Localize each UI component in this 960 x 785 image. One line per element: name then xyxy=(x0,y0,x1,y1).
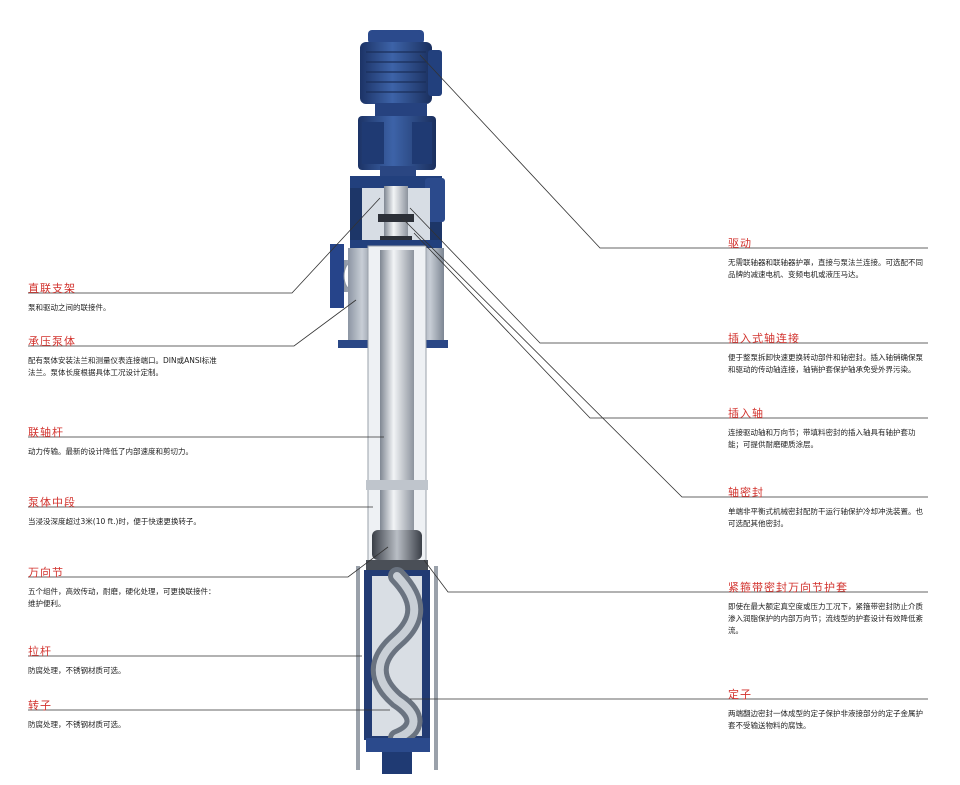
label-casing: 承压泵体 配有泵体安装法兰和测量仪表连接端口。DIN或ANSI标准法兰。泵体长度… xyxy=(28,335,218,379)
drive-bracket xyxy=(350,176,445,250)
stator-rotor xyxy=(364,567,430,774)
label-ujoint: 万向节 五个组件，高效传动，耐磨，硬化处理，可更换联接件：维护便利。 xyxy=(28,566,218,610)
label-title: 紧箍带密封万向节护套 xyxy=(728,581,848,594)
label-seal: 轴密封 单端非平衡式机械密封配防干运行轴保护冷却冲洗装置。也可选配其他密封。 xyxy=(728,486,958,530)
label-title: 驱动 xyxy=(728,237,752,250)
label-desc: 防腐处理，不锈钢材质可选。 xyxy=(28,720,126,729)
label-desc: 即使在最大额定真空度或压力工况下，紧箍带密封防止介质渗入润脂保护的内部万向节；流… xyxy=(728,602,923,635)
gearbox xyxy=(358,116,436,178)
label-stator: 定子 两端翻边密封一体成型的定子保护非液接部分的定子金属护套不受输送物料的腐蚀。 xyxy=(728,688,958,732)
label-desc: 五个组件，高效传动，耐磨，硬化处理，可更换联接件：维护便利。 xyxy=(28,587,216,608)
label-title: 插入式轴连接 xyxy=(728,332,800,345)
label-desc: 防腐处理，不锈钢材质可选。 xyxy=(28,666,126,675)
label-title: 万向节 xyxy=(28,566,64,579)
tie-rods xyxy=(356,566,438,770)
label-sleeve: 紧箍带密封万向节护套 即使在最大额定真空度或压力工况下，紧箍带密封防止介质渗入润… xyxy=(728,581,958,637)
label-rotor: 转子 防腐处理，不锈钢材质可选。 xyxy=(28,699,258,731)
label-desc: 当浸没深度超过3米(10 ft.)时，便于快速更换转子。 xyxy=(28,517,201,526)
label-tierod: 拉杆 防腐处理，不锈钢材质可选。 xyxy=(28,645,258,677)
label-desc: 无需联轴器和联轴器护罩，直接与泵法兰连接。可选配不同品牌的减速电机、变频电机或液… xyxy=(728,258,923,279)
label-desc: 泵和驱动之间的联接件。 xyxy=(28,303,111,312)
label-title: 定子 xyxy=(728,688,752,701)
motor xyxy=(360,30,442,117)
label-desc: 配有泵体安装法兰和测量仪表连接端口。DIN或ANSI标准法兰。泵体长度根据具体工… xyxy=(28,356,217,377)
label-plugin: 插入式轴连接 便于整泵拆卸快速更换转动部件和轴密封。插入轴销确保泵和驱动的传动轴… xyxy=(728,332,958,376)
label-plugshaft: 插入轴 连接驱动轴和万向节；带填料密封的插入轴具有轴护套功能；可提供耐磨硬质涂层… xyxy=(728,407,958,451)
label-title: 泵体中段 xyxy=(28,496,76,509)
label-middle: 泵体中段 当浸没深度超过3米(10 ft.)时，便于快速更换转子。 xyxy=(28,496,258,528)
leader-lines-left xyxy=(28,197,390,711)
shaft-column xyxy=(366,245,428,571)
label-desc: 单端非平衡式机械密封配防干运行轴保护冷却冲洗装置。也可选配其他密封。 xyxy=(728,507,923,528)
label-title: 转子 xyxy=(28,699,52,712)
label-title: 插入轴 xyxy=(728,407,764,420)
label-shaft: 联轴杆 动力传输。最新的设计降低了内部速度和剪切力。 xyxy=(28,426,258,458)
label-desc: 两端翻边密封一体成型的定子保护非液接部分的定子金属护套不受输送物料的腐蚀。 xyxy=(728,709,923,730)
label-title: 联轴杆 xyxy=(28,426,64,439)
label-title: 拉杆 xyxy=(28,645,52,658)
label-title: 轴密封 xyxy=(728,486,764,499)
label-title: 承压泵体 xyxy=(28,335,76,348)
label-title: 直联支架 xyxy=(28,282,76,295)
label-desc: 便于整泵拆卸快速更换转动部件和轴密封。插入轴销确保泵和驱动的传动轴连接，轴销护套… xyxy=(728,353,923,374)
label-desc: 连接驱动轴和万向节；带填料密封的插入轴具有轴护套功能；可提供耐磨硬质涂层。 xyxy=(728,428,916,449)
label-drive: 驱动 无需联轴器和联轴器护罩，直接与泵法兰连接。可选配不同品牌的减速电机、变频电… xyxy=(728,237,958,281)
label-bracket: 直联支架 泵和驱动之间的联接件。 xyxy=(28,282,258,314)
label-desc: 动力传输。最新的设计降低了内部速度和剪切力。 xyxy=(28,447,193,456)
leader-lines-right xyxy=(401,54,928,700)
